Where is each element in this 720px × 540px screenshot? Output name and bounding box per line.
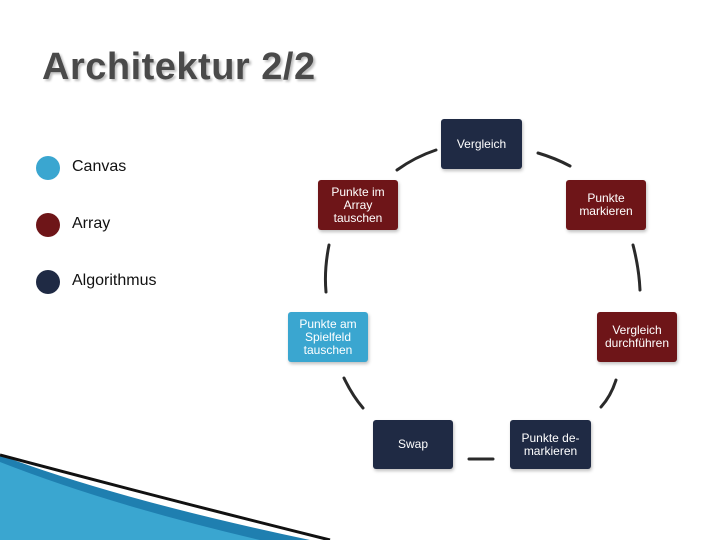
connector-right-upper [631,243,642,292]
node-swap: Swap [373,420,453,469]
node-vergleich: Vergleich [441,119,522,169]
corner-swoosh-line [0,453,331,540]
legend-label-algorithmus: Algorithmus [72,272,157,289]
corner-swoosh-light [0,462,260,540]
slide-title: Architektur 2/2 [42,46,316,88]
connector-left-upper [323,243,331,294]
connector-left-lower [342,376,365,410]
legend-dot-canvas-icon [36,156,60,180]
node-vergleich-durchfuehren: Vergleich durchführen [597,312,677,362]
legend-dot-algorithmus-icon [36,270,60,294]
connector-right-top [536,151,572,168]
node-punkte-demarkieren: Punkte de-markieren [510,420,591,469]
connector-left-top [395,148,438,172]
connector-right-lower [599,378,618,409]
node-punkte-am-spielfeld-tauschen: Punkte am Spielfeld tauschen [288,312,368,362]
legend-label-array: Array [72,215,111,232]
legend-dot-array-icon [36,213,60,237]
node-punkte-markieren: Punkte markieren [566,180,646,230]
legend-label-canvas: Canvas [72,158,127,175]
node-punkte-im-array-tauschen: Punkte im Array tauschen [318,180,398,230]
